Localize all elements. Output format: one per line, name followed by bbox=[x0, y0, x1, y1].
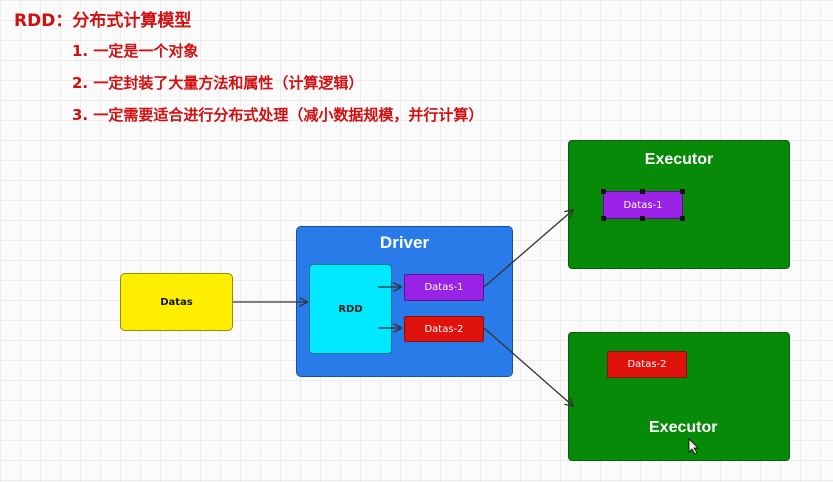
selection-handle[interactable] bbox=[640, 189, 645, 194]
arrow-datas-1-to-executor-top bbox=[483, 210, 573, 288]
driver-datas-1[interactable]: Datas-1 bbox=[404, 274, 484, 301]
point-2: 2. 一定封装了大量方法和属性（计算逻辑） bbox=[72, 74, 364, 92]
driver-datas-2[interactable]: Datas-2 bbox=[404, 316, 484, 342]
point-1: 1. 一定是一个对象 bbox=[72, 42, 199, 60]
datas-source-box[interactable]: Datas bbox=[120, 273, 233, 331]
selection-handle[interactable] bbox=[680, 189, 685, 194]
driver-box[interactable]: Driver RDD Datas-1 Datas-2 bbox=[296, 226, 513, 377]
arrow-datas-2-to-executor-bottom bbox=[483, 327, 573, 406]
selection-handle[interactable] bbox=[680, 216, 685, 221]
selection-handle[interactable] bbox=[601, 216, 606, 221]
selection-handle[interactable] bbox=[640, 216, 645, 221]
point-3: 3. 一定需要适合进行分布式处理（减小数据规模，并行计算） bbox=[72, 106, 484, 124]
rdd-box[interactable]: RDD bbox=[309, 264, 392, 354]
selection-handle[interactable] bbox=[601, 189, 606, 194]
driver-label: Driver bbox=[379, 233, 430, 252]
page-title: RDD：分布式计算模型 bbox=[14, 11, 192, 31]
executor-bottom[interactable]: Datas-2 Executor bbox=[568, 332, 790, 461]
executor-bottom-datas-2[interactable]: Datas-2 bbox=[607, 351, 687, 378]
executor-bottom-label: Executor bbox=[649, 419, 718, 436]
executor-top[interactable]: Executor Datas-1 bbox=[568, 140, 790, 269]
executor-top-label: Executor bbox=[644, 151, 714, 168]
mouse-cursor-icon bbox=[688, 438, 699, 455]
